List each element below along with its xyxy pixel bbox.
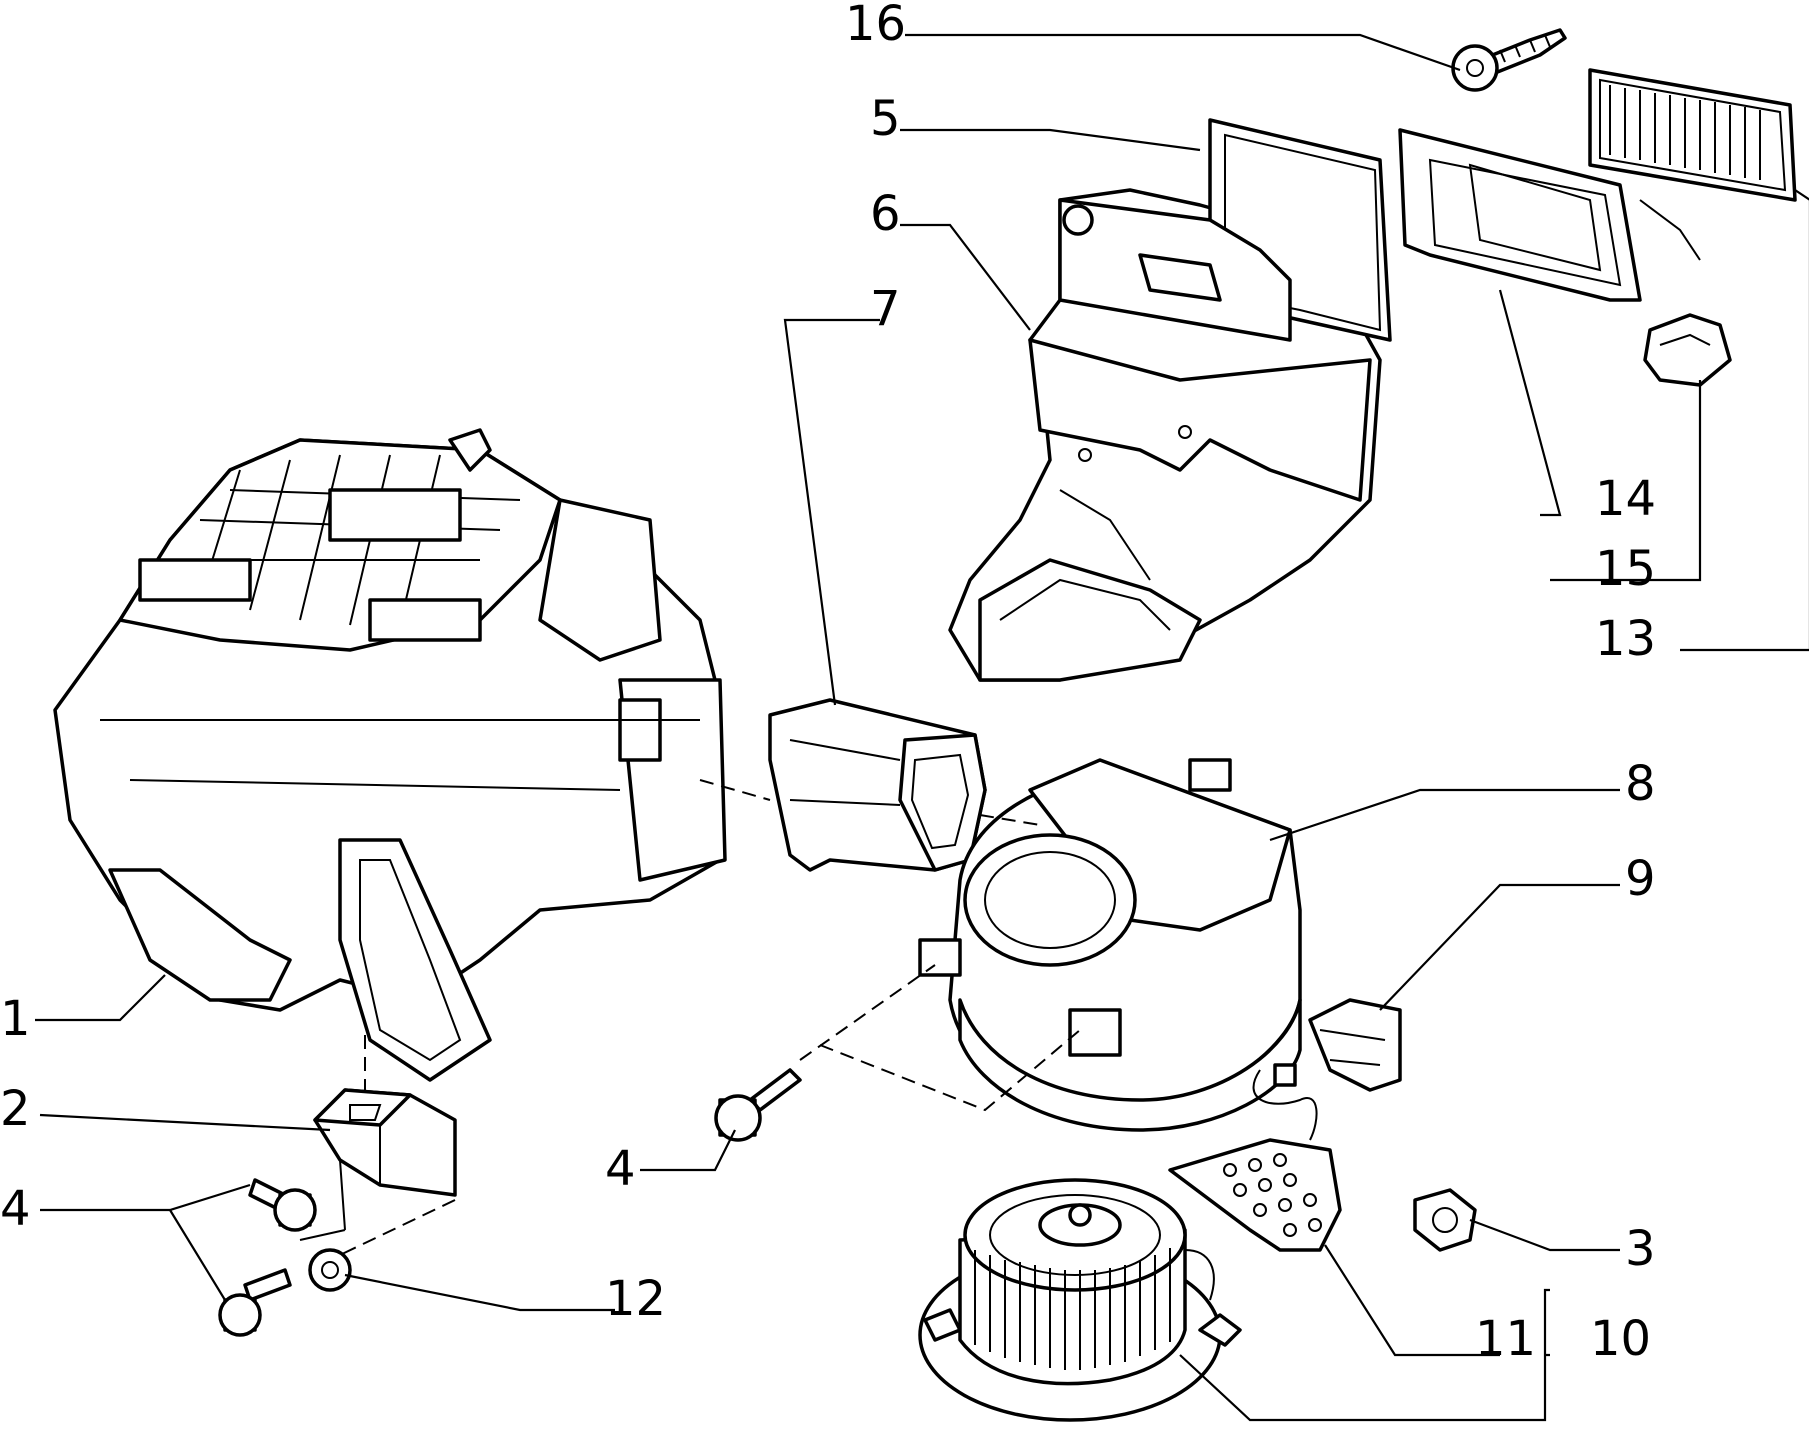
upper-duct [948,118,1392,682]
leader-15 [1550,380,1702,582]
leader-8 [1269,788,1620,842]
bracket [299,1088,457,1241]
callout-14: 14 [1595,471,1656,527]
callout-3: 3 [1625,1221,1656,1277]
callout-9: 9 [1625,851,1656,907]
blower-motor [918,1178,1242,1422]
callout-13: 13 [1595,611,1656,667]
heater-housing [53,428,727,1082]
bolt-left-upper [248,1178,317,1232]
leader-10 [1179,1288,1550,1422]
callout-7: 7 [870,281,901,337]
callout-16: 16 [845,0,906,52]
clip [1643,313,1732,387]
screw [1451,28,1567,92]
callout-10: 10 [1590,1311,1651,1367]
leader-7 [783,318,880,706]
callout-2: 2 [0,1081,31,1137]
leader-1 [35,974,166,1022]
leader-lines [35,33,1809,1422]
leader-2 [39,1113,331,1132]
assembly-lines [339,779,1081,1256]
leader-6 [900,223,1031,331]
callout-8: 8 [1625,756,1656,812]
bolt-center [714,1068,802,1142]
callout-15: 15 [1595,541,1656,597]
leader-5 [900,128,1201,152]
leader-9 [1379,883,1620,1011]
callout-4-left: 4 [0,1181,31,1237]
resistor [1168,1063,1342,1252]
duct-adapter [768,698,987,872]
callout-11: 11 [1475,1311,1536,1367]
bolt-left-lower [218,1268,292,1337]
callout-12: 12 [605,1271,666,1327]
resistor-bracket [1308,998,1402,1092]
nut [1413,1188,1477,1252]
callout-1: 1 [0,991,31,1047]
leader-16 [905,33,1461,72]
leader-4b [640,1129,736,1172]
leader-4a [40,1183,251,1301]
callout-6: 6 [870,186,901,242]
leader-12 [344,1273,615,1312]
leader-14 [1498,289,1562,517]
leader-3 [1469,1218,1620,1252]
callout-labels: 1 2 3 4 4 5 6 7 8 9 10 11 12 13 14 15 16 [0,0,1656,1367]
blower-housing [918,758,1302,1132]
washer [308,1248,352,1292]
callout-4-center: 4 [605,1141,636,1197]
leader-11 [1324,1244,1500,1357]
callout-5: 5 [870,91,901,147]
filter-frame [1398,128,1642,302]
leader-13 [1680,189,1809,652]
pollen-filter [1588,68,1797,261]
